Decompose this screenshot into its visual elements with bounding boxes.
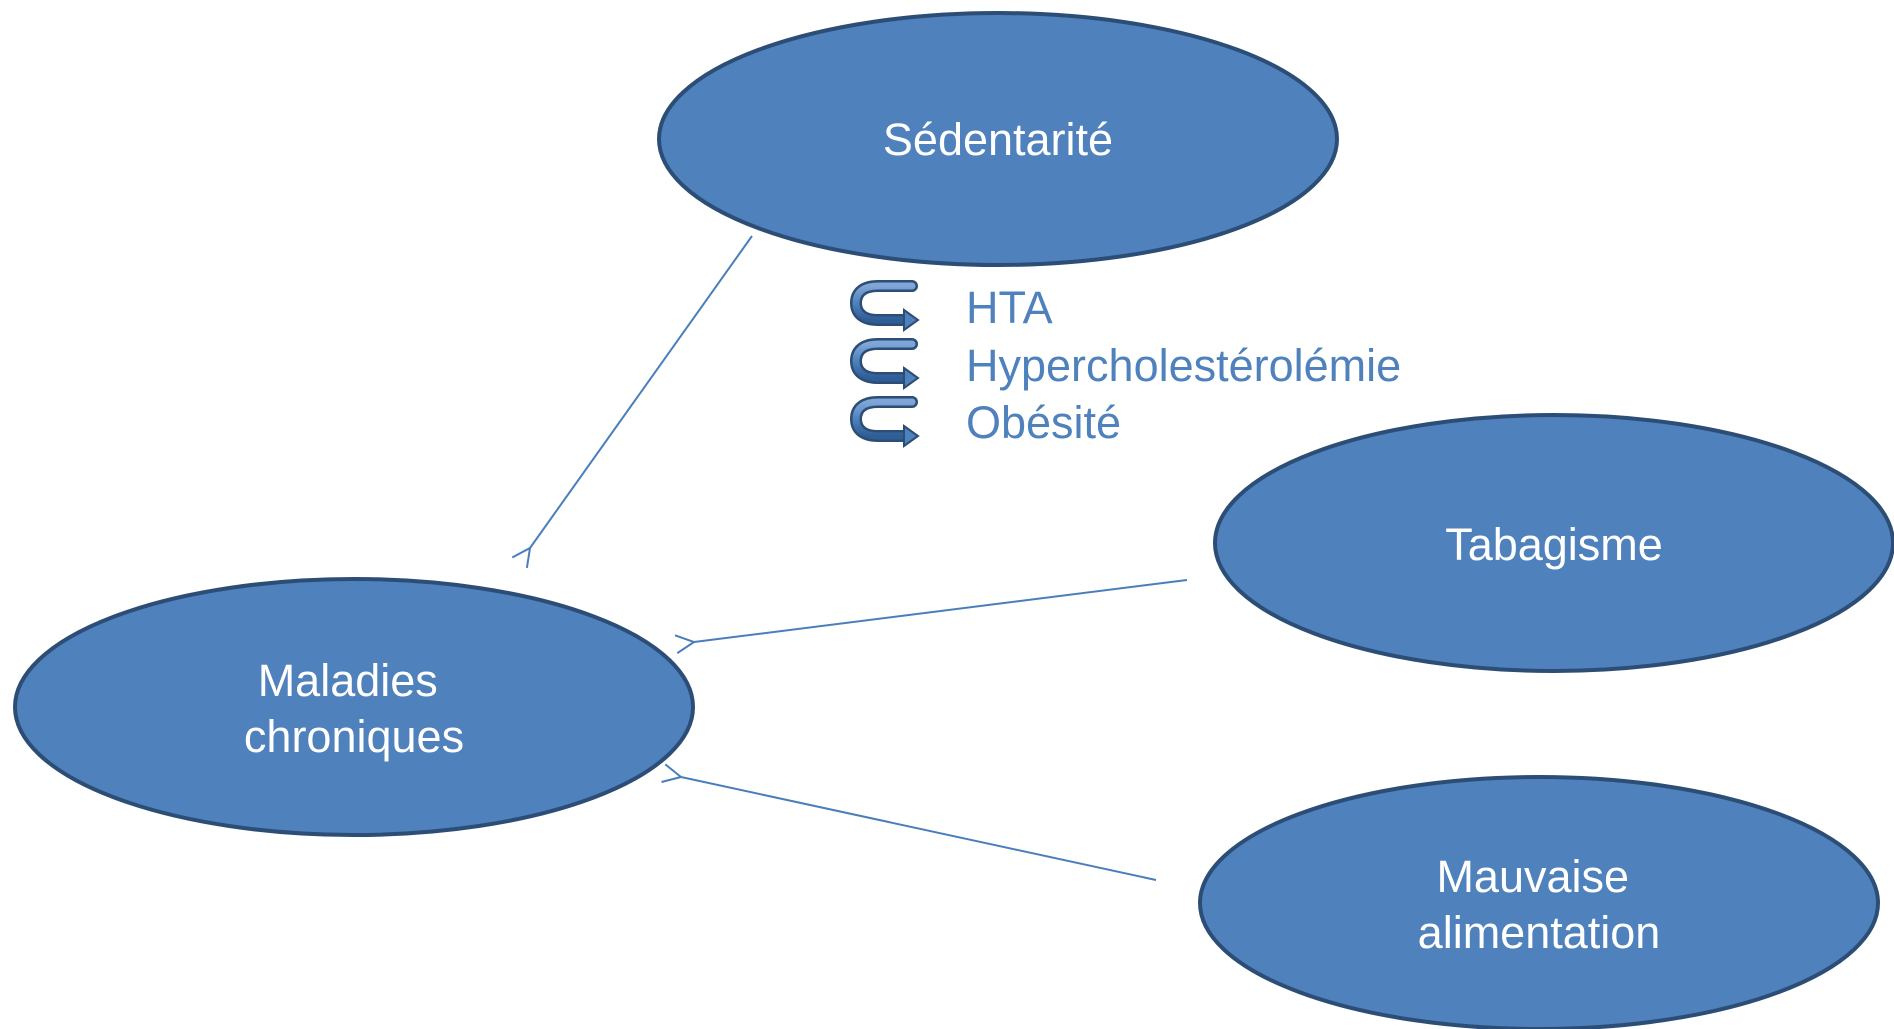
node-maladies-chroniques-label: Maladies chroniques (244, 655, 464, 762)
connector-sedentarite-maladies (530, 235, 753, 548)
node-maladies-chroniques: Maladies chroniques (13, 577, 695, 837)
consequence-item-hypercholesterolemie: Hypercholestérolémie (849, 338, 1401, 391)
curved-arrow-icon (849, 280, 920, 332)
consequence-label-hypercholesterolemie: Hypercholestérolémie (966, 340, 1401, 391)
consequences-list: HTA Hypercholestérolémie Obésité (849, 280, 1401, 448)
consequence-label-obesite: Obésité (966, 397, 1121, 448)
curved-arrow-icon (849, 396, 920, 448)
node-mauvaise-alimentation-line-2: alimentation (1418, 907, 1661, 958)
node-tabagisme-label: Tabagisme (1445, 519, 1663, 570)
node-sedentarite-shape (657, 11, 1339, 267)
node-sedentarite-label: Sédentarité (883, 114, 1113, 165)
node-maladies-chroniques-shape (13, 577, 695, 837)
node-mauvaise-alimentation-label: Mauvaise alimentation (1418, 851, 1661, 958)
consequence-item-obesite: Obésité (849, 396, 1121, 448)
node-mauvaise-alimentation: Mauvaise alimentation (1198, 775, 1880, 1029)
node-tabagisme-shape (1213, 413, 1894, 673)
connector-alimentation-maladies (681, 777, 1157, 881)
node-tabagisme-line-1: Tabagisme (1445, 519, 1663, 570)
consequence-item-hta: HTA (849, 280, 1053, 333)
node-maladies-chroniques-line-2: chroniques (244, 711, 464, 762)
node-tabagisme: Tabagisme (1213, 413, 1894, 673)
node-sedentarite: Sédentarité (657, 11, 1339, 267)
node-mauvaise-alimentation-shape (1198, 775, 1880, 1029)
node-sedentarite-line-1: Sédentarité (883, 114, 1113, 165)
connector-tabagisme-maladies (694, 579, 1188, 642)
node-maladies-chroniques-line-1: Maladies (258, 655, 438, 706)
consequence-label-hta: HTA (966, 282, 1053, 333)
curved-arrow-icon (849, 338, 920, 390)
node-mauvaise-alimentation-line-1: Mauvaise (1436, 851, 1629, 902)
